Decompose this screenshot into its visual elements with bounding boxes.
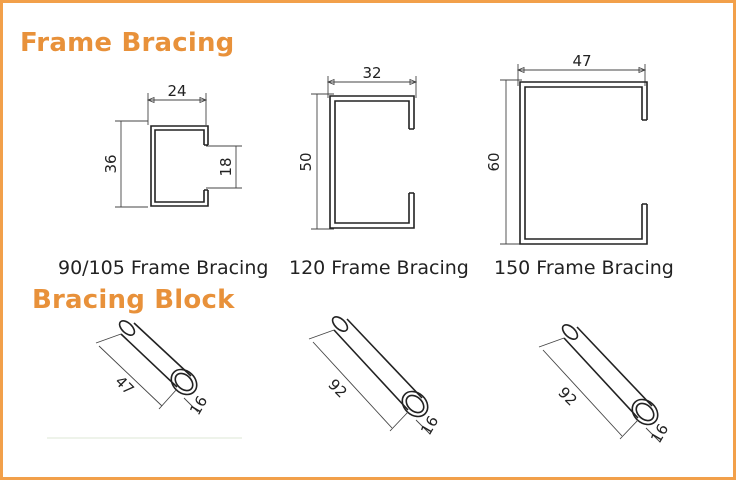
frame-bracing-title: Frame Bracing <box>20 28 235 58</box>
caption-90-105: 90/105 Frame Bracing <box>58 257 269 279</box>
dim-width-90-105: 24 <box>167 82 186 100</box>
profile-120: 32 50 <box>297 64 418 230</box>
dim-height-150: 60 <box>485 152 503 171</box>
bracing-block-92-b: 92 16 <box>538 324 672 446</box>
profile-90-105: 24 36 18 <box>102 82 242 208</box>
dim-diameter-block-1: 16 <box>186 393 211 419</box>
caption-120: 120 Frame Bracing <box>289 257 469 279</box>
dim-width-120: 32 <box>362 64 381 82</box>
dim-lip-90-105: 18 <box>217 157 235 176</box>
profile-150: 47 60 <box>485 52 648 245</box>
bracing-block-47: 47 16 <box>95 320 211 419</box>
caption-150: 150 Frame Bracing <box>494 257 674 279</box>
dim-length-block-1: 47 <box>111 372 137 398</box>
dim-height-120: 50 <box>297 152 315 171</box>
dim-width-150: 47 <box>572 52 591 70</box>
bracing-block-title: Bracing Block <box>32 285 235 315</box>
divider <box>47 437 242 439</box>
dim-height-90-105: 36 <box>102 154 120 173</box>
bracing-block-92-a: 92 16 <box>308 316 442 438</box>
